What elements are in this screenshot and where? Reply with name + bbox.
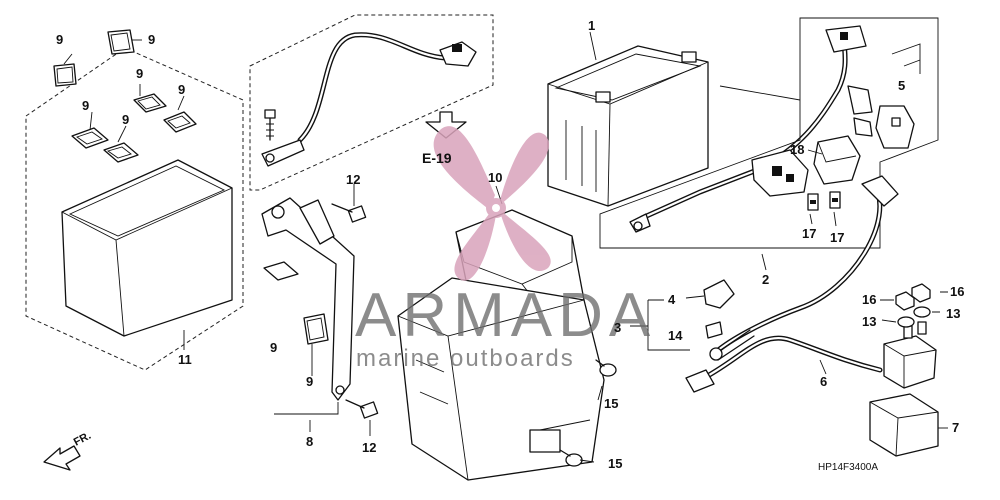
relay-cover: [869, 393, 939, 457]
bracket-pad-1: [263, 261, 299, 281]
battery: [547, 45, 709, 207]
armada-logo: [433, 126, 551, 281]
battery-case: [397, 277, 605, 481]
leader-lines: [63, 31, 948, 463]
bolt-15-upper: [595, 359, 617, 377]
fuse-holder: [751, 149, 809, 197]
washer-13-left: [897, 316, 915, 328]
watermark-tagline: marine outboards: [356, 345, 575, 372]
watermark-brand: ARMADA: [355, 281, 656, 350]
callout-9-b: 9: [148, 32, 155, 47]
nut-16-right: [911, 283, 931, 303]
callout-16-left: 16: [862, 292, 876, 307]
callout-9-h: 9: [306, 374, 313, 389]
fuse-17-b: [829, 191, 841, 209]
bolt-12-top: [331, 203, 367, 223]
fuse-17-a: [807, 193, 819, 211]
callout-12-top: 12: [346, 172, 360, 187]
callout-9-f: 9: [122, 112, 129, 127]
callout-9-e: 9: [178, 82, 185, 97]
callout-13-left: 13: [862, 314, 876, 329]
callout-8: 8: [306, 434, 313, 449]
callout-1: 1: [588, 18, 595, 33]
callout-18: 18: [790, 142, 804, 157]
callout-17-b: 17: [830, 230, 844, 245]
callout-2: 2: [762, 272, 769, 287]
callout-15-lower: 15: [608, 456, 622, 471]
svg-text:FR.: FR.: [72, 430, 93, 449]
terminal-cable-14: [705, 321, 755, 361]
bracket-pad-2: [303, 313, 329, 345]
callout-9-a: 9: [56, 32, 63, 47]
callout-7: 7: [952, 420, 959, 435]
rubber-pad-1: [53, 63, 77, 87]
terminal-cap: [703, 279, 735, 309]
nut-16-left: [895, 291, 915, 311]
ref-label: E-19: [422, 150, 452, 166]
callout-4: 4: [668, 292, 676, 307]
callout-12-bottom: 12: [362, 440, 376, 455]
callout-6: 6: [820, 374, 827, 389]
fuse-18: [813, 135, 861, 185]
rubber-pad-4: [163, 111, 197, 133]
starter-relay: [883, 321, 937, 389]
inset-bolt: [264, 109, 276, 141]
callout-9-c: 9: [136, 66, 143, 81]
cable-bracket-5: [875, 105, 915, 149]
callout-17-a: 17: [802, 226, 816, 241]
battery-box: [61, 159, 233, 337]
callout-15-upper: 15: [604, 396, 618, 411]
callout-16-right: 16: [950, 284, 964, 299]
callout-9-d: 9: [82, 98, 89, 113]
bolt-12-bottom: [345, 399, 379, 419]
ground-cable: [261, 32, 477, 167]
relay-cable: [685, 175, 899, 393]
rubber-pad-5: [71, 127, 109, 149]
front-arrow: FR.: [43, 430, 93, 471]
rubber-pad-2: [107, 29, 135, 55]
callout-10: 10: [488, 170, 502, 185]
callout-3: 3: [614, 320, 621, 335]
callout-13-right: 13: [946, 306, 960, 321]
rubber-pad-3: [133, 93, 167, 113]
callout-5: 5: [898, 78, 905, 93]
washer-13-right: [913, 306, 931, 318]
cable-inset-region: [249, 14, 494, 191]
drawing-code: HP14F3400A: [818, 462, 878, 473]
battery-bracket: [261, 197, 355, 401]
cable-group-outline: [599, 17, 939, 249]
callout-11: 11: [178, 352, 192, 367]
rubber-pad-6: [103, 142, 139, 163]
callout-9-g: 9: [270, 340, 277, 355]
callout-14: 14: [668, 328, 683, 343]
